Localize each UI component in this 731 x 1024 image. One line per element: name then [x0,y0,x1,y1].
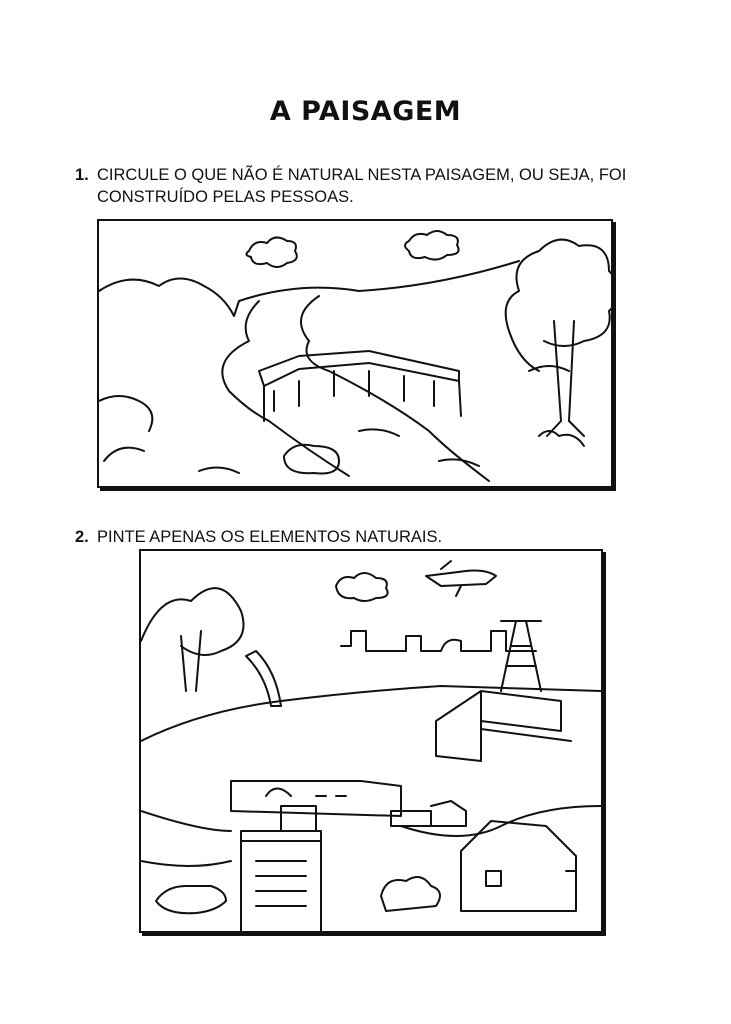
landscape-bridge-illustration [97,219,613,488]
question-text: CIRCULE O QUE NÃO É NATURAL NESTA PAISAG… [97,166,627,184]
question-text: PINTE APENAS OS ELEMENTOS NATURAIS. [97,528,443,546]
question-number: 1. [75,166,89,184]
page-title: A PAISAGEM [269,96,462,127]
question-text-continued: CONSTRUÍDO PELAS PESSOAS. [97,188,354,206]
question-1: 1. CIRCULE O QUE NÃO É NATURAL NESTA PAIS… [75,164,626,208]
city-landscape-illustration [139,549,603,933]
question-2: 2. PINTE APENAS OS ELEMENTOS NATURAIS. [75,526,442,548]
question-number: 2. [75,528,89,546]
